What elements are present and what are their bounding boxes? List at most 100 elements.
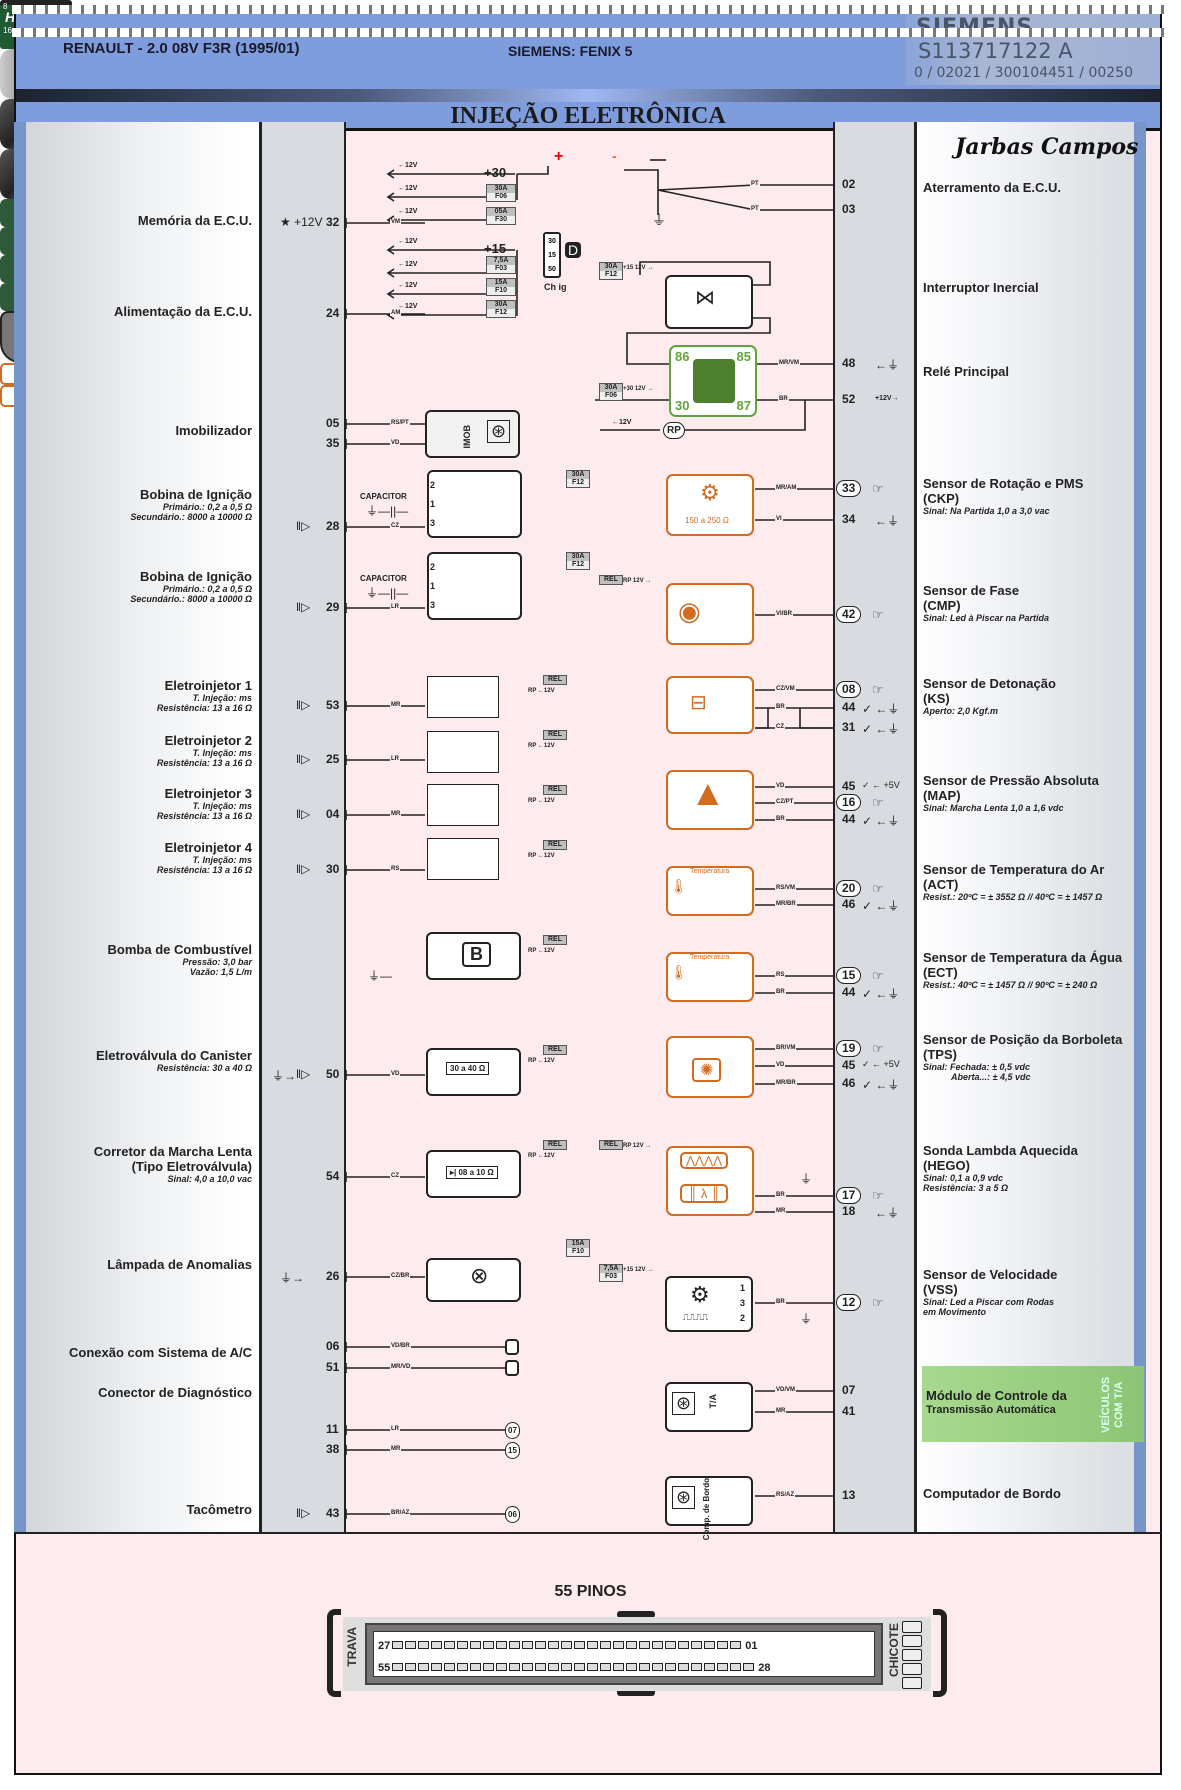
relay-tag: REL: [599, 1140, 623, 1150]
wire-color-label: LR: [390, 604, 400, 610]
wire-color-label: BR: [775, 816, 786, 822]
right-component-name: Sensor de Detonação: [923, 676, 1056, 691]
tag-top: REL: [548, 731, 562, 738]
connector-pin: [457, 1663, 469, 1671]
right-component-spec: Sinal: Led à Piscar na Partida: [923, 613, 1050, 623]
wire-color-label: BR/AZ: [390, 1510, 411, 1516]
wire-color-label: MR: [390, 1446, 402, 1452]
plus30-label: +30: [484, 165, 507, 180]
relay-terminal: 30: [675, 398, 690, 413]
lamp-icon: ⊗: [470, 1263, 489, 1288]
connector-pin: [704, 1663, 716, 1671]
ecu-pin-number-circled: 42: [836, 606, 862, 623]
ground-icon: ⏚: [800, 1172, 813, 1186]
coil-terminal: 2: [430, 562, 436, 572]
pulse-signal-icon: ‖▷: [296, 698, 311, 712]
wire-color-label: CZ: [775, 724, 785, 730]
harness-label: CHICOTE: [887, 1623, 901, 1677]
fuel-pump: [426, 932, 521, 980]
left-component-name: Bomba de Combustível: [107, 942, 252, 957]
vehicle-title: RENAULT - 2.0 08V F3R (1995/01): [63, 40, 300, 57]
right-component-label: Sensor de Velocidade(VSS)Sinal: Led a Pi…: [923, 1267, 1057, 1317]
plus12-out-label: +12V→: [875, 395, 899, 402]
wire-color-label: BR: [775, 1192, 786, 1198]
connector-pin: [600, 1641, 612, 1649]
ecu-connector-55-pin: TRAVA CHICOTE 27 01 55 28: [327, 1609, 947, 1697]
connector-pin: [704, 1641, 716, 1649]
ecu-pin-number-circled: 15: [836, 967, 862, 984]
fuse-amp: 30A: [494, 301, 508, 308]
right-component-label: Sensor de Temperatura da Água(ECT)Resist…: [923, 950, 1122, 990]
right-component-label: Sensor de Rotação e PMS(CKP)Sinal: Na Pa…: [923, 476, 1083, 516]
connector-pin: [535, 1663, 547, 1671]
left-component-label: Conector de Diagnóstico: [0, 1385, 252, 1400]
ecu-title: SIEMENS: FENIX 5: [508, 43, 633, 59]
connector-pin: [717, 1641, 729, 1649]
right-component-name2: (ECT): [923, 965, 958, 980]
wire-color-label: AM: [390, 310, 402, 316]
capacitor-icon: ⏚—||—: [366, 504, 409, 518]
coil-terminal: 3: [430, 518, 436, 528]
tag-bottom: F10: [567, 1248, 589, 1256]
ground-icon: ⏚—: [368, 969, 393, 983]
test-point-hand-icon: ☞: [872, 968, 884, 983]
connector-pin: [613, 1641, 625, 1649]
wire-color-label: RS/AZ: [775, 1492, 795, 1498]
trip-computer: [665, 1476, 753, 1526]
left-component-name: Eletroválvula do Canister: [95, 1048, 252, 1063]
right-component-name: Sensor de Posição da Borboleta: [923, 1032, 1123, 1047]
relay-tag: REL: [543, 935, 567, 945]
ignition-terminal: 15: [548, 252, 556, 259]
wire-color-label: MR: [775, 1408, 787, 1414]
relay-tag: REL: [543, 1045, 567, 1055]
ground-icon: ←⏚: [875, 514, 900, 528]
relay-body: [693, 359, 735, 403]
connector-pin: [405, 1641, 417, 1649]
inertia-switch-icon: ⋈: [695, 287, 715, 309]
thermometer-icon: 🌡: [670, 878, 688, 894]
coil-terminal: 2: [430, 480, 436, 490]
right-component-spec: Resist.: 20ºC = ± 3552 Ω // 40ºC = ± 145…: [923, 892, 1103, 902]
fuse-id: F12: [487, 309, 515, 317]
left-component-spec: T. Injeção: ms: [192, 801, 252, 811]
left-component-spec: Pressão: 3,0 bar: [182, 957, 252, 967]
left-component-label: Lâmpada de Anomalias: [0, 1257, 252, 1272]
wire-color-label: LR: [390, 1426, 400, 1432]
right-component-spec: Sinal: Marcha Lenta 1,0 a 1,6 vdc: [923, 803, 1064, 813]
wire-color-label: VD: [775, 1062, 786, 1068]
pulse-signal-icon: ‖▷: [296, 752, 311, 766]
ecu-pin-number: 32: [326, 215, 340, 229]
harness-slot: [902, 1635, 922, 1647]
left-component-name: Eletroinjetor 2: [164, 733, 252, 748]
left-component-label: Imobilizador: [0, 423, 252, 438]
left-component-name: Tacômetro: [186, 1502, 253, 1517]
knock-icon: ⊟: [690, 692, 707, 714]
voltage-label: ←12V: [398, 208, 418, 215]
voltage-label: ←12V: [398, 238, 418, 245]
heater-icon: ⋀⋀⋀⋀: [680, 1152, 729, 1169]
ta-vehicles-badge: VEÍCULOS COM T/A: [1100, 1376, 1125, 1434]
right-component-label: Aterramento da E.C.U.: [923, 180, 1061, 195]
pump-icon: B: [462, 942, 491, 967]
rp-wire-label: RP ←12V: [528, 688, 555, 694]
vss-terminal: 3: [740, 1298, 746, 1308]
tag-top: REL: [548, 841, 562, 848]
map-sensor: [666, 770, 754, 830]
supply-label: RP 12V →: [623, 578, 652, 584]
temperature-sensor: [666, 866, 754, 916]
tag-top: 30A: [571, 471, 585, 478]
ecu-pin-number: 28: [326, 519, 340, 533]
fuse-amp: 05A: [494, 208, 508, 215]
harness-slot: [902, 1677, 922, 1689]
harness-slot: [902, 1663, 922, 1675]
connector-pin: [522, 1641, 534, 1649]
right-component-name2: (VSS): [923, 1282, 958, 1297]
left-component-name2: (Tipo Eletroválvula): [131, 1159, 252, 1174]
right-component-label: Relé Principal: [923, 364, 1009, 379]
left-component-label: Tacômetro: [0, 1502, 253, 1517]
ecu-pin-number-circled: 16: [836, 794, 862, 811]
